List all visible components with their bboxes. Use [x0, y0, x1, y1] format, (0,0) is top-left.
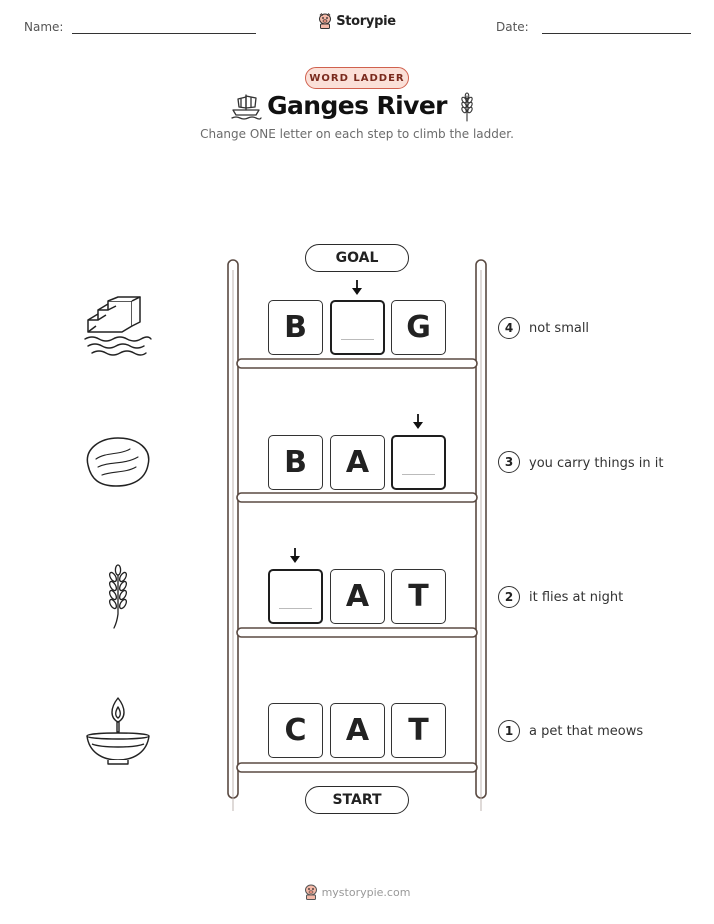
clue-number: 4: [498, 317, 520, 339]
date-line[interactable]: [542, 33, 691, 34]
letter-tile: B: [268, 435, 323, 490]
clue-number: 1: [498, 720, 520, 742]
letter-tile: G: [391, 300, 446, 355]
goal-label: GOAL: [305, 244, 409, 272]
diya-lamp-icon: [86, 697, 150, 765]
blank-letter-tile[interactable]: [268, 569, 323, 624]
footer-url[interactable]: mystorypie.com: [321, 885, 411, 899]
footer: mystorypie.com: [0, 884, 714, 900]
start-label: START: [305, 786, 409, 814]
boat-icon: [231, 94, 262, 120]
clue-text: it flies at night: [529, 590, 624, 605]
clue-text: a pet that meows: [529, 724, 644, 739]
wheat-stalk-icon: [461, 92, 473, 122]
clue-text: not small: [529, 321, 590, 336]
clue-text: you carry things in it: [529, 456, 664, 471]
letter-tile: C: [268, 703, 323, 758]
letter-tile: B: [268, 300, 323, 355]
page-title: Ganges River: [267, 91, 447, 120]
pig-mascot-icon: [304, 884, 317, 900]
wheat-icon: [108, 564, 128, 629]
letter-tile: A: [330, 569, 385, 624]
arrow-down-icon: [290, 548, 300, 563]
letter-tile: A: [330, 435, 385, 490]
clue-number: 3: [498, 451, 520, 473]
clue-number: 2: [498, 586, 520, 608]
pig-mascot-icon: [319, 13, 332, 29]
blank-letter-tile[interactable]: [391, 435, 446, 490]
arrow-down-icon: [352, 280, 362, 295]
blank-letter-tile[interactable]: [330, 300, 385, 355]
bag-icon: [86, 437, 150, 487]
letter-tile: T: [391, 569, 446, 624]
letter-tile: A: [330, 703, 385, 758]
name-label: Name:: [24, 20, 64, 34]
brand-name: Storypie: [336, 13, 396, 29]
arrow-down-icon: [413, 414, 423, 429]
brand-logo: Storypie: [0, 13, 714, 29]
instructions: Change ONE letter on each step to climb …: [200, 127, 514, 141]
date-label: Date:: [496, 20, 529, 34]
ladder-frame: [227, 259, 487, 811]
river-steps-icon: [84, 296, 152, 356]
letter-tile: T: [391, 703, 446, 758]
name-line[interactable]: [72, 33, 256, 34]
word-ladder-badge: WORD LADDER: [305, 67, 409, 89]
